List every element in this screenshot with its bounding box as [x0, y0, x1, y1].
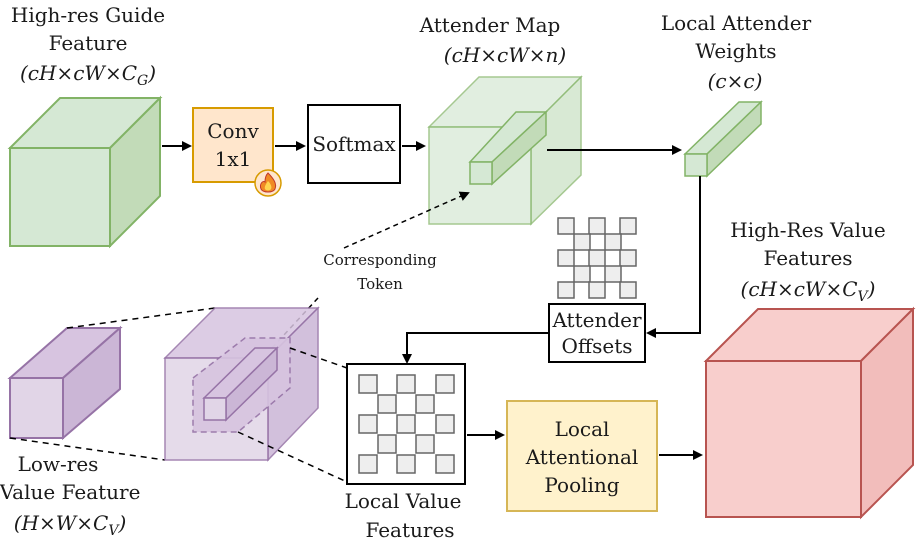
guide-feature-dims: (cH×cW×CG): [20, 61, 156, 89]
guide-feature-title-2: Feature: [49, 31, 128, 55]
hr-value-dims: (cH×cW×CV): [741, 277, 876, 305]
zoomed-token-prism: [202, 346, 279, 422]
offsets-grid-icon: [557, 217, 637, 299]
arrow-offsets-to-local-value: [402, 332, 549, 364]
local-value-grid-icon: [358, 374, 455, 474]
local-weights-dims: (c×c): [708, 69, 763, 93]
local-value-title-1: Local Value: [345, 489, 462, 513]
zoom-line-top: [66, 307, 216, 329]
lowres-value-title-1: Low-res: [18, 452, 99, 476]
pooling-label-1: Local: [555, 417, 610, 441]
attender-map-title: Attender Map: [419, 13, 561, 37]
attender-map-token-prism: [468, 110, 548, 186]
attender-offsets-label-2: Offsets: [561, 334, 632, 358]
hr-value-title-1: High-Res Value: [730, 218, 885, 242]
lowres-value-cube: [7, 325, 123, 441]
lowres-value-title-2: Value Feature: [0, 480, 140, 504]
corresponding-token-label-2: Token: [357, 275, 403, 293]
hr-value-title-2: Features: [763, 246, 852, 270]
attender-offsets-box: [548, 303, 646, 363]
lowres-value-dims: (H×W×CV): [14, 511, 127, 539]
local-weights-title-1: Local Attender: [661, 11, 812, 35]
attender-map-dims: (cH×cW×n): [444, 43, 566, 67]
guide-feature-cube: [7, 95, 163, 249]
corresponding-token-label-1: Corresponding: [323, 251, 437, 269]
softmax-label: Softmax: [312, 132, 396, 156]
arrow-weights-to-offsets: [646, 176, 701, 338]
conv-label-1: Conv: [207, 119, 259, 143]
zoom-line-bottom: [9, 437, 166, 461]
local-weights-prism: [683, 100, 763, 178]
pooling-box: [506, 400, 658, 512]
softmax-box: [307, 104, 401, 184]
fire-icon: [254, 169, 282, 197]
arrow-token-to-map: [343, 191, 470, 249]
local-weights-title-2: Weights: [695, 39, 776, 63]
local-value-title-2: Features: [365, 518, 454, 542]
conv-label-2: 1x1: [215, 147, 252, 171]
attender-offsets-label-1: Attender: [551, 308, 642, 332]
pooling-label-2: Attentional: [525, 445, 639, 469]
pooling-label-3: Pooling: [544, 473, 619, 497]
guide-feature-title-1: High-res Guide: [11, 3, 165, 27]
hr-value-cube: [703, 306, 916, 520]
zoom-line-grid-bottom: [237, 431, 348, 483]
conv-box: [192, 107, 274, 183]
